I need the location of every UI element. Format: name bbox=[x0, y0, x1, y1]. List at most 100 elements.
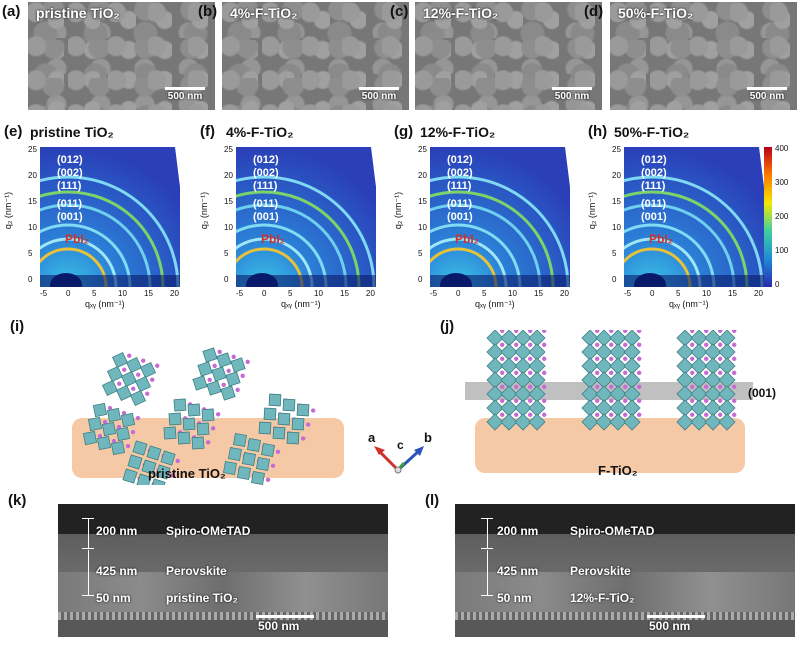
octahedron bbox=[718, 412, 737, 431]
giwaxs-pattern bbox=[236, 147, 376, 287]
colorbar-tick: 100 bbox=[775, 246, 789, 255]
sem-scalebar-b: 500 nm bbox=[359, 87, 399, 102]
cross-section-l: 200 nm Spiro-OMeTAD 425 nm Perovskite 50… bbox=[455, 504, 795, 637]
octahedron bbox=[514, 412, 533, 431]
substrate-j bbox=[475, 418, 745, 473]
x-tick: -5 bbox=[624, 289, 632, 298]
k-etl-thickness: 50 nm bbox=[96, 591, 131, 605]
giwaxs-letter: (h) bbox=[588, 123, 608, 140]
x-tick: 5 bbox=[288, 289, 293, 298]
octahedron bbox=[134, 375, 155, 393]
octahedron bbox=[216, 352, 236, 368]
x-tick: 20 bbox=[366, 289, 375, 298]
octahedron bbox=[92, 402, 113, 418]
octahedron bbox=[296, 403, 316, 417]
y-tick: 10 bbox=[418, 223, 427, 232]
ring-label: (012) bbox=[447, 154, 473, 166]
octahedron bbox=[115, 426, 136, 442]
octahedron bbox=[250, 470, 271, 485]
octahedron bbox=[202, 347, 222, 363]
octahedron bbox=[191, 436, 211, 450]
ring-label: (011) bbox=[57, 198, 83, 210]
y-tick: 10 bbox=[224, 223, 233, 232]
octahedron bbox=[623, 412, 642, 431]
y-tick: 5 bbox=[612, 249, 617, 258]
ring-label: (012) bbox=[57, 154, 83, 166]
giwaxs-pattern bbox=[624, 147, 764, 287]
ring-label: (001) bbox=[57, 211, 83, 223]
y-tick: 10 bbox=[28, 223, 37, 232]
sem-image-d: 50%-F-TiO₂ 500 nm bbox=[610, 2, 797, 110]
cross-section-k: 200 nm Spiro-OMeTAD 425 nm Perovskite 50… bbox=[58, 504, 388, 637]
giwaxs-title: pristine TiO₂ bbox=[30, 124, 114, 140]
giwaxs-plot bbox=[624, 147, 764, 287]
k-spiro-label: Spiro-OMeTAD bbox=[166, 524, 251, 538]
sem-scalebar-d: 500 nm bbox=[747, 87, 787, 102]
ring-label: (011) bbox=[253, 198, 279, 210]
k-perovskite-thickness: 425 nm bbox=[96, 564, 138, 578]
ring-label: (012) bbox=[253, 154, 279, 166]
octahedron bbox=[609, 330, 628, 347]
giwaxs-plot bbox=[430, 147, 570, 287]
octahedron bbox=[197, 361, 217, 377]
colorbar-tick: 400 bbox=[775, 144, 789, 153]
y-tick: 20 bbox=[612, 171, 621, 180]
octahedron bbox=[500, 342, 519, 361]
sem-title-c: 12%-F-TiO₂ bbox=[423, 5, 499, 21]
y-tick: 15 bbox=[28, 197, 37, 206]
x-tick: 15 bbox=[144, 289, 153, 298]
ring-label: (011) bbox=[641, 198, 667, 210]
octahedron bbox=[500, 398, 519, 417]
colorbar bbox=[764, 147, 772, 287]
octahedron bbox=[201, 408, 221, 422]
pbi2-label: PbI₂ bbox=[649, 232, 673, 246]
y-tick: 5 bbox=[418, 249, 423, 258]
axis-a-label: a bbox=[368, 430, 376, 445]
octahedron bbox=[87, 416, 108, 432]
y-tick: 20 bbox=[224, 171, 233, 180]
l-spiro-label: Spiro-OMeTAD bbox=[570, 524, 655, 538]
octahedron bbox=[160, 450, 180, 466]
substrate-j-label: F-TiO₂ bbox=[598, 463, 638, 478]
ring-label: (011) bbox=[447, 198, 473, 210]
y-tick: 10 bbox=[612, 223, 621, 232]
x-tick: 15 bbox=[728, 289, 737, 298]
octahedron bbox=[255, 456, 276, 472]
giwaxs-title: 12%-F-TiO₂ bbox=[420, 124, 496, 140]
y-tick: 5 bbox=[28, 249, 33, 258]
octahedron bbox=[230, 357, 250, 373]
octahedron bbox=[690, 384, 709, 403]
octahedron bbox=[291, 417, 311, 431]
y-axis-label: q₂ (nm⁻¹) bbox=[3, 191, 14, 230]
x-tick: 0 bbox=[262, 289, 267, 298]
octahedron bbox=[96, 435, 117, 451]
pbi2-label: PbI₂ bbox=[261, 232, 285, 246]
giwaxs-letter: (e) bbox=[4, 123, 23, 140]
x-tick: 10 bbox=[118, 289, 127, 298]
ring-label: (001) bbox=[447, 211, 473, 223]
y-axis-label: q₂ (nm⁻¹) bbox=[199, 191, 210, 230]
ring-label: (012) bbox=[641, 154, 667, 166]
panel-c-label: (c) bbox=[390, 3, 409, 20]
x-tick: 0 bbox=[66, 289, 71, 298]
l-spiro-thickness: 200 nm bbox=[497, 524, 539, 538]
colorbar-tick: 200 bbox=[775, 212, 789, 221]
x-tick: 20 bbox=[560, 289, 569, 298]
panel-d-label: (d) bbox=[584, 3, 604, 20]
ring-label: (111) bbox=[641, 180, 666, 192]
sem-image-b: 4%-F-TiO₂ 500 nm bbox=[222, 2, 409, 110]
octahedron bbox=[609, 356, 628, 375]
x-tick: 0 bbox=[650, 289, 655, 298]
x-tick: 20 bbox=[170, 289, 179, 298]
panel-a-label: (a) bbox=[2, 3, 21, 20]
x-tick: 5 bbox=[676, 289, 681, 298]
octahedron bbox=[704, 330, 723, 347]
structure-i-diagram bbox=[72, 347, 344, 485]
x-tick: -5 bbox=[430, 289, 438, 298]
octahedron bbox=[192, 375, 212, 391]
octahedron bbox=[155, 464, 175, 480]
y-axis-label: q₂ (nm⁻¹) bbox=[587, 191, 598, 230]
octahedron bbox=[129, 389, 150, 407]
octahedron bbox=[676, 412, 695, 431]
octahedron bbox=[286, 431, 306, 445]
